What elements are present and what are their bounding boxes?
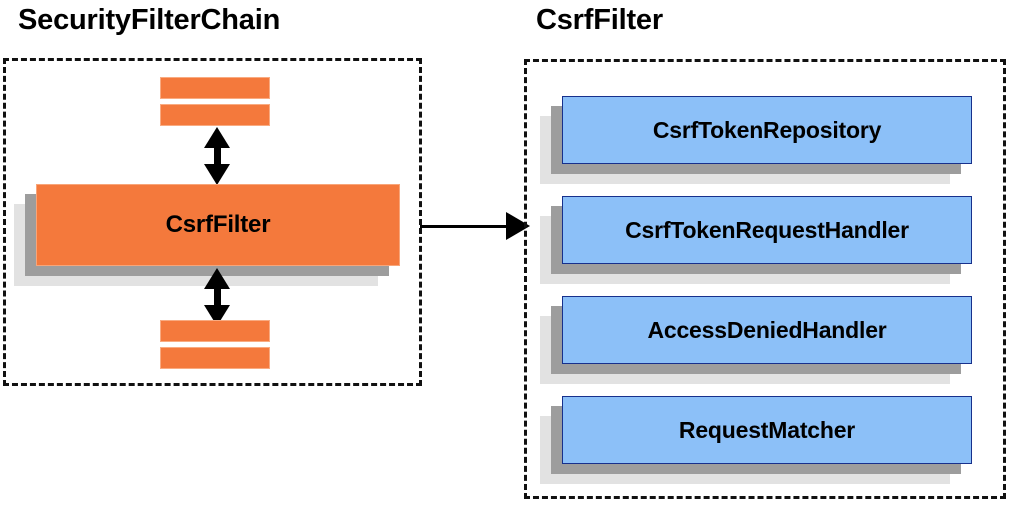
filter-bar-upper-2 <box>160 104 270 126</box>
csrf-filter-detail-arrow <box>420 212 530 240</box>
bidirectional-arrow-upper <box>203 127 231 185</box>
component-node-access-denied-handler[interactable]: AccessDeniedHandler <box>540 296 972 384</box>
filter-bar-lower-1 <box>160 320 270 342</box>
security-filter-chain-panel <box>3 58 422 386</box>
bidirectional-arrow-lower <box>203 268 231 326</box>
page-title-security-filter-chain: SecurityFilterChain <box>18 4 281 36</box>
component-label: CsrfTokenRepository <box>652 116 882 143</box>
arrow-shaft <box>420 224 510 228</box>
component-node-csrf-token-repository[interactable]: CsrfTokenRepository <box>540 96 972 184</box>
csrf-filter-label: CsrfFilter <box>165 211 271 238</box>
arrow-shaft <box>213 286 221 308</box>
component-label: AccessDeniedHandler <box>647 316 887 343</box>
node-face: CsrfFilter <box>36 184 400 266</box>
node-face: RequestMatcher <box>562 396 972 464</box>
node-face: CsrfTokenRepository <box>562 96 972 164</box>
arrow-shaft <box>213 145 221 167</box>
filter-bar-lower-2 <box>160 347 270 369</box>
page-title-csrf-filter: CsrfFilter <box>536 4 663 36</box>
arrow-head-up-icon <box>204 268 230 289</box>
component-node-csrf-token-request-handler[interactable]: CsrfTokenRequestHandler <box>540 196 972 284</box>
csrf-filter-node[interactable]: CsrfFilter <box>14 184 400 286</box>
arrow-head-up-icon <box>204 127 230 148</box>
filter-bar-upper-1 <box>160 77 270 99</box>
csrf-filter-panel <box>524 59 1006 499</box>
component-label: CsrfTokenRequestHandler <box>625 216 909 243</box>
arrow-head-down-icon <box>204 164 230 185</box>
component-label: RequestMatcher <box>678 416 856 443</box>
node-face: CsrfTokenRequestHandler <box>562 196 972 264</box>
component-node-request-matcher[interactable]: RequestMatcher <box>540 396 972 484</box>
node-face: AccessDeniedHandler <box>562 296 972 364</box>
